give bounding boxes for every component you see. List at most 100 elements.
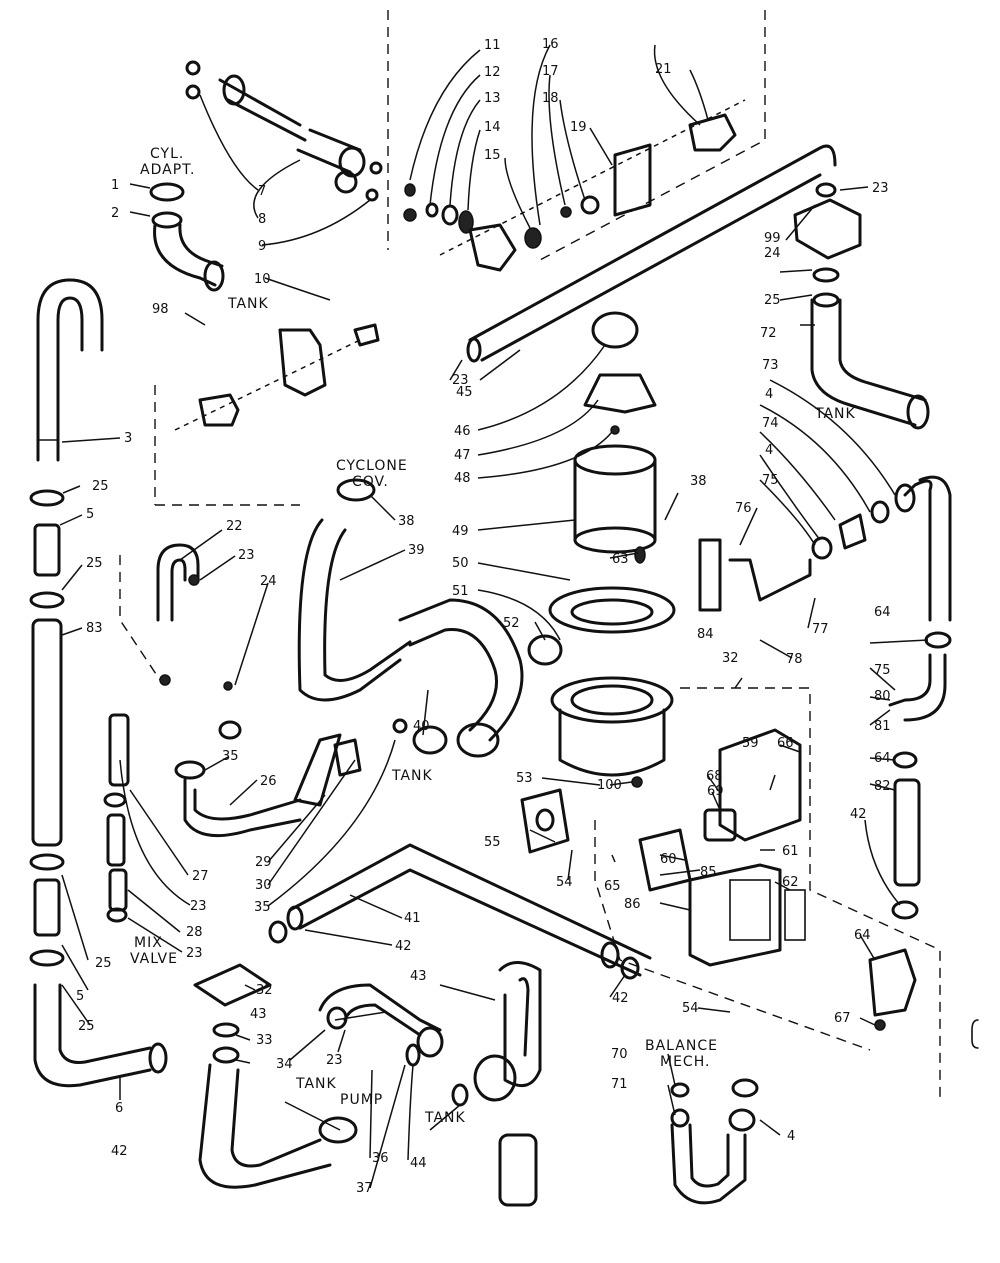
callout-35b: 35 — [254, 900, 271, 915]
balance-outlet — [670, 1078, 759, 1205]
callout-9: 9 — [258, 239, 266, 254]
callout-17: 17 — [542, 64, 559, 79]
callout-32b: 32 — [256, 983, 273, 998]
callout-15: 15 — [484, 148, 501, 163]
leader-lines — [59, 44, 929, 1189]
callout-33: 33 — [256, 1033, 273, 1048]
callout-24b: 24 — [260, 574, 277, 589]
callout-30: 30 — [255, 878, 272, 893]
callout-29: 29 — [255, 855, 272, 870]
callout-64: 64 — [874, 605, 891, 620]
callout-12: 12 — [484, 65, 501, 80]
callout-39: 39 — [408, 543, 425, 558]
balance-mechanism — [638, 728, 806, 967]
callout-45: 45 — [456, 385, 473, 400]
callout-54b: 54 — [682, 1001, 699, 1016]
callout-71: 71 — [611, 1077, 628, 1092]
callout-59: 59 — [742, 736, 759, 751]
callout-85: 85 — [700, 865, 717, 880]
callout-68: 68 — [706, 769, 723, 784]
callout-21: 21 — [655, 62, 672, 77]
callout-23e: 23 — [186, 946, 203, 961]
callout-100: 100 — [597, 778, 622, 793]
callout-36: 36 — [372, 1151, 389, 1166]
callout-35: 35 — [222, 749, 239, 764]
callout-25d: 25 — [78, 1019, 95, 1034]
callout-42b: 42 — [111, 1144, 128, 1159]
callout-70: 70 — [611, 1047, 628, 1062]
label-cyl: CYL. — [150, 146, 184, 162]
callout-64b: 64 — [874, 751, 891, 766]
left-hose-chain — [29, 278, 168, 1088]
callout-24: 24 — [764, 246, 781, 261]
valve-body-chain — [403, 99, 746, 272]
callout-38: 38 — [398, 514, 415, 529]
edge-brace-mark — [971, 1019, 979, 1049]
right-top-tee — [793, 182, 930, 430]
callout-26: 26 — [260, 774, 277, 789]
callout-80: 80 — [874, 689, 891, 704]
callout-69: 69 — [707, 784, 724, 799]
label-cyclone: CYCLONE — [336, 458, 408, 474]
callout-55: 55 — [484, 835, 501, 850]
callout-25: 25 — [92, 479, 109, 494]
callout-25e: 25 — [764, 293, 781, 308]
callout-4c: 4 — [787, 1129, 795, 1144]
callout-98: 98 — [152, 302, 169, 317]
callout-5: 5 — [86, 507, 94, 522]
callout-8: 8 — [258, 212, 266, 227]
callout-23: 23 — [872, 181, 889, 196]
callout-25b: 25 — [86, 556, 103, 571]
callout-83: 83 — [86, 621, 103, 636]
callout-42d: 42 — [850, 807, 867, 822]
callout-23c: 23 — [238, 548, 255, 563]
callout-47: 47 — [454, 448, 471, 463]
callout-78: 78 — [786, 652, 803, 667]
callout-67: 67 — [834, 1011, 851, 1026]
callout-43b: 43 — [250, 1007, 267, 1022]
callout-14: 14 — [484, 120, 501, 135]
callout-10: 10 — [254, 272, 271, 287]
callout-61: 61 — [782, 844, 799, 859]
callout-81: 81 — [874, 719, 891, 734]
callout-50: 50 — [452, 556, 469, 571]
callout-46: 46 — [454, 424, 471, 439]
callout-53: 53 — [516, 771, 533, 786]
callout-11: 11 — [484, 38, 501, 53]
callout-27: 27 — [192, 869, 209, 884]
callout-43: 43 — [410, 969, 427, 984]
callout-34: 34 — [276, 1057, 293, 1072]
right-riser — [698, 475, 952, 1031]
callout-16: 16 — [542, 37, 559, 52]
callout-40: 40 — [413, 719, 430, 734]
callout-13: 13 — [484, 91, 501, 106]
callout-72: 72 — [760, 326, 777, 341]
callout-63: 63 — [612, 552, 629, 567]
filter-tubes — [185, 60, 383, 202]
callout-4b: 4 — [765, 443, 773, 458]
callout-2: 2 — [111, 206, 119, 221]
callout-52: 52 — [503, 616, 520, 631]
callout-6: 6 — [115, 1101, 123, 1116]
label-tank-1: TANK — [227, 296, 269, 312]
callout-75: 75 — [762, 473, 779, 488]
left-inner-piping — [103, 543, 408, 923]
callout-7: 7 — [258, 184, 266, 199]
callout-60: 60 — [660, 852, 677, 867]
label-mix: MIX — [134, 935, 163, 951]
label-tank-4: TANK — [295, 1076, 337, 1092]
callout-22: 22 — [226, 519, 243, 534]
assembly-outlines — [119, 10, 941, 1100]
callout-66: 66 — [777, 736, 794, 751]
cyclone-inlet-pipe — [297, 478, 524, 758]
cyclone-canister — [527, 311, 676, 788]
callout-41: 41 — [404, 911, 421, 926]
callout-25c: 25 — [95, 956, 112, 971]
cylinder-adapter-elbow — [149, 182, 225, 292]
callout-77: 77 — [812, 622, 829, 637]
callout-1: 1 — [111, 178, 119, 193]
label-valve: VALVE — [130, 951, 178, 967]
callout-84: 84 — [697, 627, 714, 642]
label-balance: BALANCE — [645, 1038, 718, 1054]
callout-73: 73 — [762, 358, 779, 373]
